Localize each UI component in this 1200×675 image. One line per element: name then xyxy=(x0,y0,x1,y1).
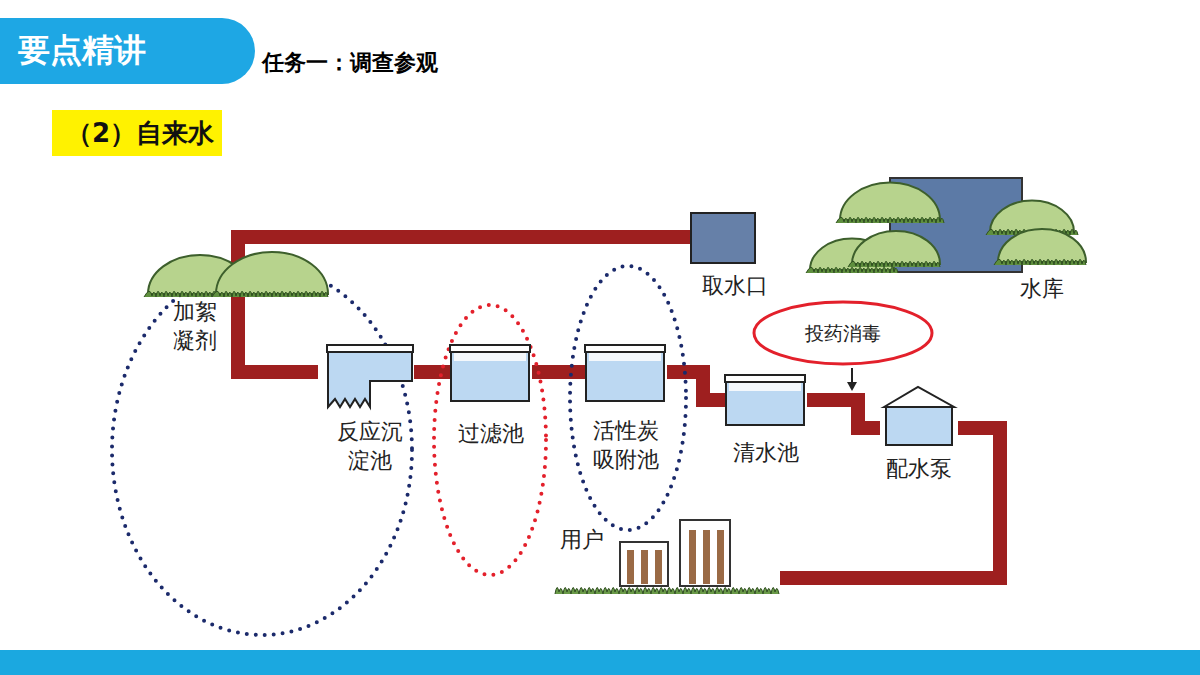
illustration-part xyxy=(627,550,634,584)
stage-label: 水库 xyxy=(1020,275,1064,304)
illustration-part xyxy=(641,550,648,584)
dotted-ellipse xyxy=(434,305,546,575)
process-stage: 反应沉淀池 xyxy=(318,345,414,485)
stage-label: 加絮凝剂 xyxy=(172,298,217,355)
process-stage: 清水池 xyxy=(725,375,807,471)
illustration-part xyxy=(994,259,1086,265)
illustration-part xyxy=(840,183,940,221)
bottom-bar xyxy=(0,650,1200,675)
illustration-part xyxy=(990,201,1074,233)
illustration-part xyxy=(726,381,804,425)
illustration-part xyxy=(703,530,710,584)
process-stage: 过滤池 xyxy=(450,345,532,453)
illustration-part xyxy=(689,530,696,584)
stage-illustration xyxy=(318,345,414,415)
illustration-part xyxy=(586,351,664,401)
illustration-part xyxy=(852,231,940,264)
stage-illustration xyxy=(690,212,756,264)
illustration-part xyxy=(327,345,413,352)
illustration-part xyxy=(717,530,724,584)
stage-illustration xyxy=(140,250,340,300)
water-pipe xyxy=(667,372,725,400)
illustration-part xyxy=(725,375,805,382)
dotted-ellipse xyxy=(570,266,686,530)
illustration-part xyxy=(589,353,661,361)
stage-label: 清水池 xyxy=(733,439,799,468)
pointer-arrowhead xyxy=(847,382,857,391)
process-stage: 水库 xyxy=(800,150,1100,310)
stage-illustration xyxy=(800,150,1100,290)
process-stage: 活性炭吸附池 xyxy=(585,345,667,490)
stage-label: 过滤池 xyxy=(458,420,524,449)
process-stage: 配水泵 xyxy=(880,385,958,491)
illustration-part xyxy=(620,542,668,586)
stage-illustration xyxy=(725,375,807,427)
illustration-part xyxy=(216,252,328,294)
illustration-part xyxy=(655,550,662,584)
water-pipe xyxy=(807,400,880,428)
stage-label: 反应沉淀池 xyxy=(336,418,404,475)
stage-illustration xyxy=(585,345,667,403)
stage-label: 活性炭吸附池 xyxy=(592,417,660,474)
stage-illustration xyxy=(450,345,532,403)
stage-label: 用户 xyxy=(560,526,604,555)
illustration-part xyxy=(884,387,954,407)
illustration-part xyxy=(806,267,898,273)
illustration-part xyxy=(729,383,801,391)
section-title: （2）自来水 xyxy=(52,110,222,156)
dotted-ellipse xyxy=(112,265,412,635)
stage-illustration xyxy=(555,512,780,594)
process-stage: 加絮凝剂 xyxy=(140,250,340,370)
illustration-part xyxy=(585,345,665,352)
water-pipe xyxy=(238,237,690,372)
illustration-part xyxy=(998,229,1086,262)
illustration-part xyxy=(691,213,755,263)
illustration-part xyxy=(212,291,328,297)
water-pipe xyxy=(780,428,1000,578)
callout-ellipse: 投药消毒 xyxy=(752,300,934,366)
task-heading: 任务一：调查参观 xyxy=(262,48,438,78)
illustration-part xyxy=(328,346,412,407)
illustration-part xyxy=(886,407,952,445)
illustration-part xyxy=(451,351,529,401)
stage-label: 配水泵 xyxy=(886,455,952,484)
illustration-part xyxy=(680,520,730,586)
process-stage: 取水口 xyxy=(690,212,800,304)
illustration-part xyxy=(450,345,530,352)
pointer-arrow xyxy=(851,368,853,384)
process-stage: 用户 xyxy=(555,512,780,594)
header-text: 要点精讲 xyxy=(18,30,146,70)
stage-illustration xyxy=(880,385,958,447)
illustration-part xyxy=(754,302,932,364)
stage-label: 取水口 xyxy=(702,272,768,301)
illustration-part xyxy=(848,261,940,267)
illustration-part xyxy=(454,353,526,361)
stage-label: 投药消毒 xyxy=(805,321,881,346)
illustration-part xyxy=(836,217,944,223)
illustration-part xyxy=(555,587,779,594)
highlight-band: （2）自来水 xyxy=(52,110,222,156)
